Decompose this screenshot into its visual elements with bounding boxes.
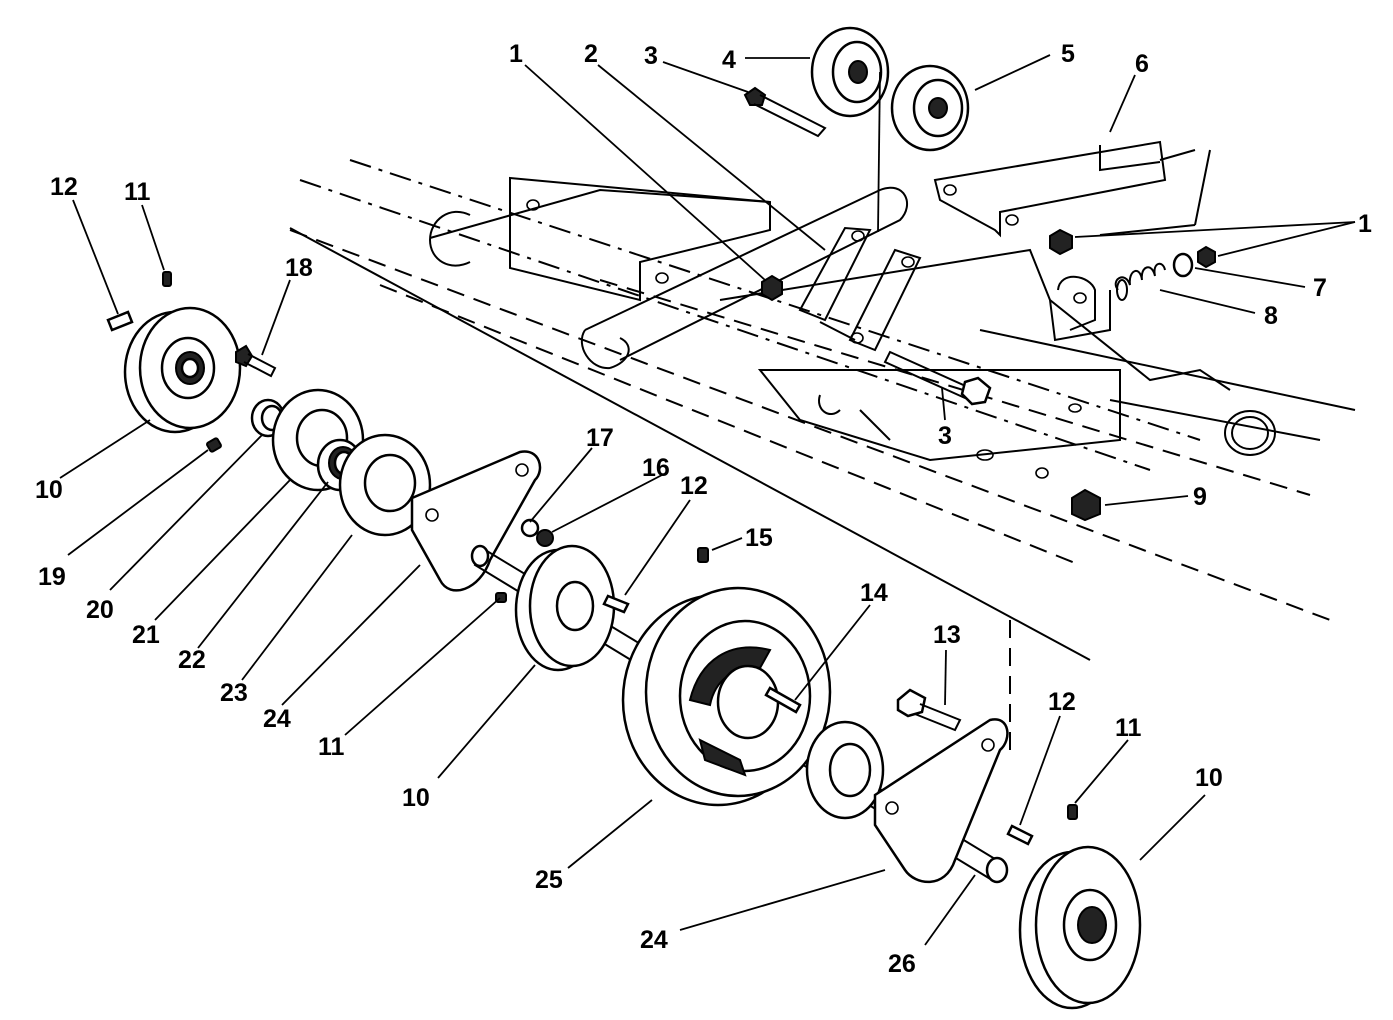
- flange-23: [338, 433, 432, 537]
- callout-24-left: 24: [263, 705, 291, 733]
- idler-pulley-4: [810, 26, 890, 118]
- callout-1-right: 1: [1358, 210, 1372, 238]
- callout-15: 15: [745, 524, 773, 552]
- callout-9: 9: [1193, 483, 1207, 511]
- idler-arm-6: [933, 140, 1196, 238]
- callout-1-top: 1: [509, 40, 523, 68]
- callout-10-middle: 10: [402, 784, 430, 812]
- pulley-10-right: [1018, 845, 1142, 1010]
- pulley-10-middle: [514, 544, 616, 672]
- pulley-10-left: [123, 306, 242, 434]
- bolt-3-upper: [743, 86, 827, 138]
- bolt-18: [235, 344, 277, 378]
- key-12-middle: [602, 594, 630, 614]
- callout-16: 16: [642, 454, 670, 482]
- callout-12-left: 12: [50, 173, 78, 201]
- leader-lines: [59, 54, 1356, 946]
- setscrew-11-left: [162, 271, 172, 287]
- callout-11-middle: 11: [318, 733, 345, 761]
- callout-11-right: 11: [1115, 714, 1142, 742]
- bracket-right: [1057, 275, 1096, 331]
- setscrew-11-right: [1067, 804, 1078, 820]
- frame-outline: [289, 149, 1356, 760]
- nut-1-left: [761, 274, 783, 302]
- key-12-left: [106, 310, 134, 332]
- callout-26: 26: [888, 950, 916, 978]
- callout-3-lower: 3: [938, 422, 952, 450]
- plate-24-right: [873, 718, 1009, 884]
- idler-pulley-5: [890, 64, 970, 152]
- callout-4: 4: [722, 46, 736, 74]
- nut-1-right-b: [1197, 245, 1216, 269]
- callout-2: 2: [584, 40, 598, 68]
- callout-10-right: 10: [1195, 764, 1223, 792]
- washer-17: [520, 518, 540, 538]
- nut-9: [1035, 467, 1101, 522]
- wheel-25: [621, 586, 832, 807]
- callout-12-right: 12: [1048, 688, 1076, 716]
- callout-10-left: 10: [35, 476, 63, 504]
- callout-14: 14: [860, 579, 888, 607]
- callout-8: 8: [1264, 302, 1278, 330]
- setscrew-19: [206, 437, 222, 453]
- callout-11-left: 11: [124, 178, 151, 206]
- callout-23: 23: [220, 679, 248, 707]
- flange-right: [805, 720, 885, 820]
- bolt-13: [896, 688, 962, 732]
- callout-7: 7: [1313, 274, 1327, 302]
- callout-6: 6: [1135, 50, 1149, 78]
- setscrew-15: [697, 547, 709, 563]
- callout-3-top: 3: [644, 42, 658, 70]
- callout-labels: 1 2 3 4 5 6 1 7 8 3 9 12 11 18 10 19 20 …: [35, 40, 1372, 978]
- bolt-3-lower: [883, 350, 992, 406]
- washer-7: [1172, 252, 1194, 278]
- callout-21: 21: [132, 621, 160, 649]
- key-12-right: [1006, 824, 1034, 846]
- nut-1-right-a: [1049, 228, 1073, 256]
- link-bracket-2: [798, 226, 922, 352]
- callout-18: 18: [285, 254, 313, 282]
- callout-13: 13: [933, 621, 961, 649]
- callout-19: 19: [38, 563, 66, 591]
- callout-25: 25: [535, 866, 563, 894]
- key-14: [764, 686, 802, 714]
- spring-8: [1114, 262, 1166, 301]
- callout-24-right: 24: [640, 926, 668, 954]
- plate-24-left: [410, 450, 542, 592]
- callout-17: 17: [586, 424, 614, 452]
- callout-20: 20: [86, 596, 114, 624]
- callout-5: 5: [1061, 40, 1075, 68]
- callout-12-middle: 12: [680, 472, 708, 500]
- nut-16: [536, 529, 554, 547]
- callout-22: 22: [178, 646, 206, 674]
